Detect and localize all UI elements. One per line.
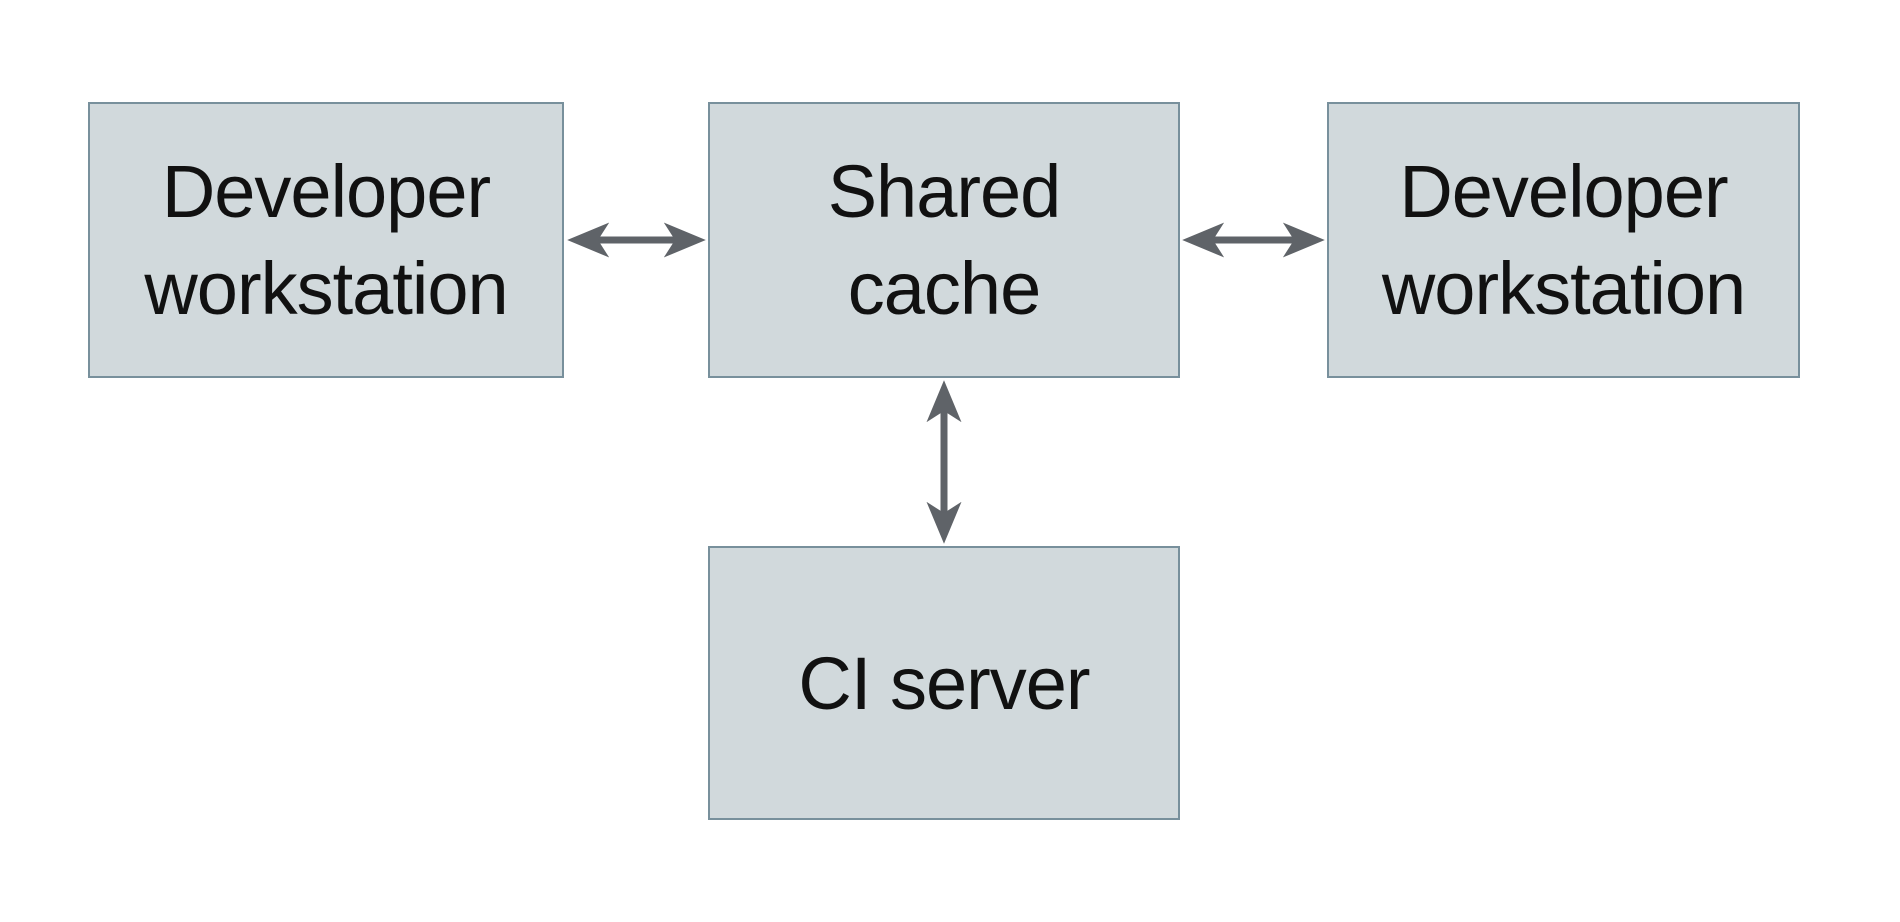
- node-shared-cache: Shared cache: [708, 102, 1180, 378]
- node-ci-server: CI server: [708, 546, 1180, 820]
- node-label: Developer workstation: [1381, 150, 1746, 330]
- node-label: Developer workstation: [144, 150, 508, 330]
- node-label: CI server: [798, 641, 1090, 725]
- node-label: Shared cache: [827, 150, 1062, 330]
- node-developer-workstation-right: Developer workstation: [1327, 102, 1800, 378]
- node-developer-workstation-left: Developer workstation: [88, 102, 564, 378]
